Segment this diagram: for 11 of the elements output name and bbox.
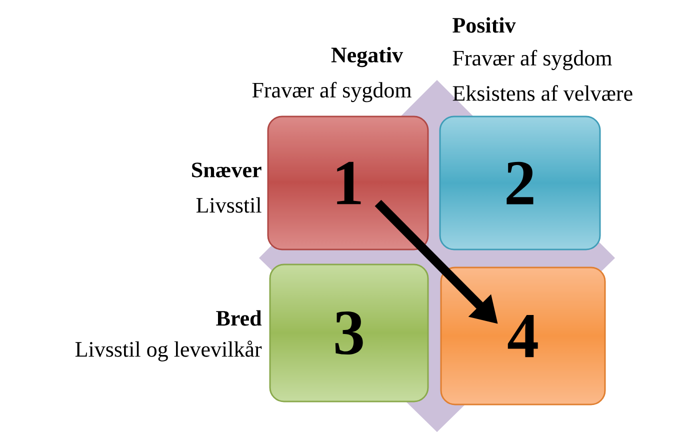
number-tile: 4 <box>440 266 606 406</box>
label-text: Livsstil <box>196 197 262 213</box>
label-text: Fravær af sygdom <box>452 50 612 70</box>
heading: Negativ <box>331 46 404 68</box>
heading: Positiv <box>452 17 516 33</box>
number-tile: 1 <box>267 116 429 250</box>
number-tile: 3 <box>269 264 429 402</box>
label-text: Fravær af sygdom <box>252 82 412 102</box>
heading: Bred <box>216 310 262 326</box>
number-tile: 2 <box>439 116 601 250</box>
label-text: Eksistens af velvære <box>452 85 632 101</box>
